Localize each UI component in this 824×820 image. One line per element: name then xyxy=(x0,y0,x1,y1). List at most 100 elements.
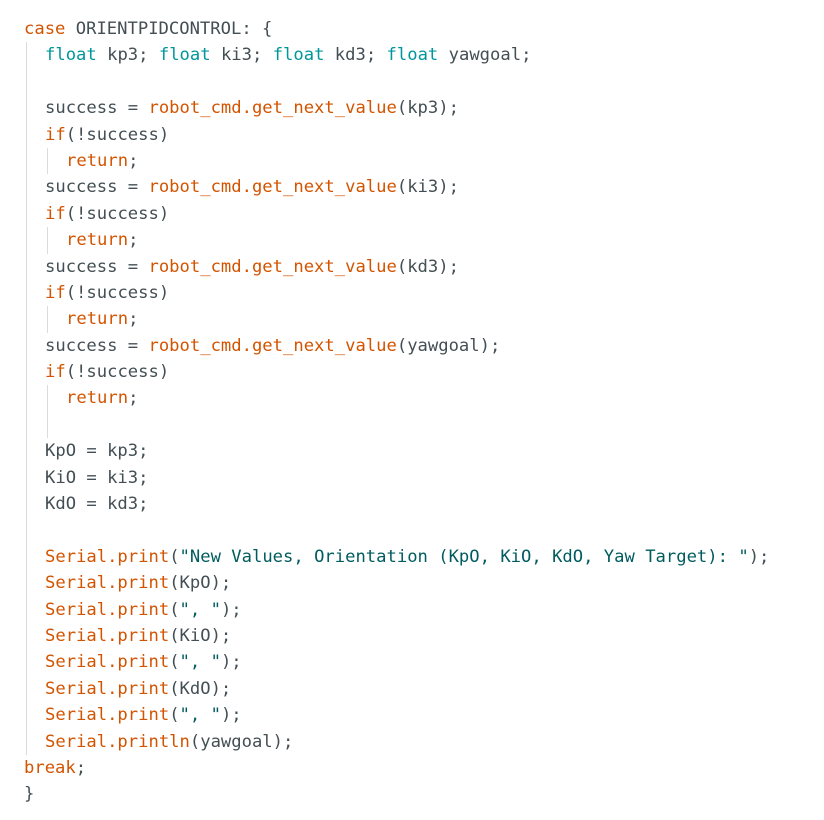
code-token: ( xyxy=(169,599,180,620)
indent-guide xyxy=(47,306,48,333)
code-token: (!success) xyxy=(65,362,170,383)
code-token: ORIENTPIDCONTROL: { xyxy=(65,19,273,39)
code-token: (KiO); xyxy=(169,625,232,646)
code-line: Serial.print(", "); xyxy=(24,702,769,729)
indent-guide xyxy=(26,728,27,755)
code-token: ( xyxy=(169,705,180,726)
code-token: ; xyxy=(128,309,139,330)
code-token: success = xyxy=(45,335,149,356)
code-token: if xyxy=(45,282,66,303)
code-token: if xyxy=(45,203,66,224)
code-token: Serial.print xyxy=(45,652,170,673)
indent-guide xyxy=(26,306,27,333)
code-token: Serial.print xyxy=(45,625,170,646)
code-token: (yawgoal); xyxy=(189,731,294,752)
code-token: ; xyxy=(128,388,139,409)
indent-guide xyxy=(47,227,48,254)
code-token: float xyxy=(158,45,211,66)
code-token: (!success) xyxy=(65,282,170,303)
code-token: success = xyxy=(45,177,149,198)
code-token: (ki3); xyxy=(396,177,459,198)
code-token: (kp3); xyxy=(396,98,459,119)
code-token: } xyxy=(24,784,35,805)
code-token: ; xyxy=(75,757,87,778)
indent-guide xyxy=(26,570,27,597)
code-line xyxy=(24,68,769,96)
code-line: } xyxy=(24,781,769,807)
code-token: return xyxy=(66,309,129,330)
indent-guide xyxy=(26,622,27,650)
indent-guide xyxy=(26,147,27,175)
code-token: ; xyxy=(128,150,139,171)
code-token: ki3; xyxy=(210,45,273,66)
code-line xyxy=(24,517,769,544)
code-line: return; xyxy=(24,306,769,333)
indent-guide xyxy=(47,385,48,412)
code-line: success = robot_cmd.get_next_value(ki3); xyxy=(24,174,769,201)
indent-guide xyxy=(26,491,27,518)
indent-guide xyxy=(26,385,27,412)
indent-guide xyxy=(26,227,27,254)
code-token: float xyxy=(386,45,439,66)
code-line: case ORIENTPIDCONTROL: { xyxy=(24,16,769,42)
code-token: (!success) xyxy=(65,203,170,224)
code-token: ); xyxy=(748,546,770,567)
code-token: ", " xyxy=(179,652,221,673)
indent-guide xyxy=(26,675,27,703)
code-line: if(!success) xyxy=(24,359,769,386)
indent-guide xyxy=(26,174,27,201)
code-line: if(!success) xyxy=(24,279,769,307)
code-token: ", " xyxy=(179,599,221,620)
code-token: ( xyxy=(169,546,180,567)
code-token: ; xyxy=(128,230,139,251)
code-line: KpO = kp3; xyxy=(24,438,769,465)
indent-guide xyxy=(26,279,27,307)
code-line: success = robot_cmd.get_next_value(kd3); xyxy=(24,253,769,280)
indent-guide xyxy=(26,596,27,623)
indent-guide xyxy=(26,253,27,280)
code-line: break; xyxy=(24,755,769,781)
code-token: (kd3); xyxy=(396,256,459,277)
code-token: ( xyxy=(169,652,180,673)
indent-guide xyxy=(26,438,27,465)
code-line: Serial.println(yawgoal); xyxy=(24,728,769,755)
code-token: Serial.print xyxy=(45,705,170,726)
indent-guide xyxy=(26,68,27,96)
code-line: return; xyxy=(24,385,769,412)
code-line: Serial.print(KpO); xyxy=(24,570,769,597)
code-token: KpO = kp3; xyxy=(45,441,149,462)
indent-guide xyxy=(47,411,48,439)
code-token: KdO = kd3; xyxy=(45,494,149,515)
code-line: Serial.print(KiO); xyxy=(24,622,769,650)
code-token: kp3; xyxy=(96,45,159,66)
code-token: ); xyxy=(220,599,242,620)
code-line: if(!success) xyxy=(24,121,769,148)
indent-guide xyxy=(26,332,27,360)
code-token: ); xyxy=(220,705,242,726)
indent-guide xyxy=(26,649,27,676)
code-token: robot_cmd.get_next_value xyxy=(148,256,397,277)
code-token: yawgoal; xyxy=(438,45,532,66)
indent-guide xyxy=(26,464,27,492)
code-token: float xyxy=(45,45,97,66)
code-line xyxy=(24,411,769,439)
code-token: Serial.print xyxy=(45,599,170,620)
indent-guide xyxy=(26,517,27,544)
code-token: robot_cmd.get_next_value xyxy=(148,335,397,356)
indent-guide xyxy=(26,200,27,228)
code-token: success = xyxy=(45,98,149,119)
code-token: Serial.print xyxy=(45,678,170,699)
code-line: if(!success) xyxy=(24,200,769,228)
indent-guide xyxy=(26,543,27,571)
indent-guide xyxy=(26,42,27,69)
indent-guide xyxy=(26,702,27,729)
code-line: Serial.print(", "); xyxy=(24,596,769,623)
code-block[interactable]: case ORIENTPIDCONTROL: { float kp3; float… xyxy=(24,16,769,808)
code-token: return xyxy=(66,230,129,251)
code-line: return; xyxy=(24,147,769,175)
code-token: return xyxy=(66,388,129,409)
code-token: (KdO); xyxy=(169,678,232,699)
code-token: case xyxy=(24,19,66,39)
code-token: return xyxy=(66,150,129,171)
